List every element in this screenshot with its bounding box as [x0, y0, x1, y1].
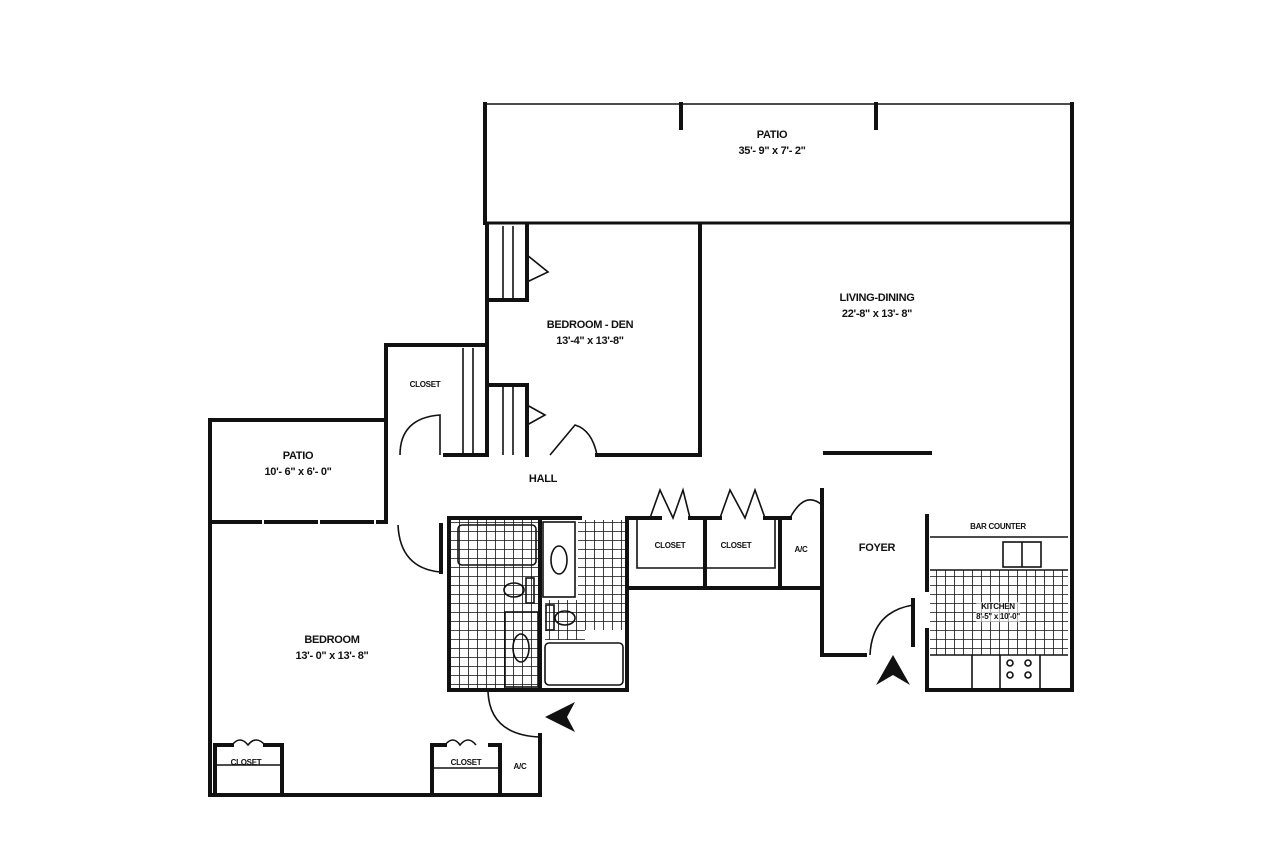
entry-arrow-icon	[876, 655, 910, 685]
closet-2-label: CLOSET	[720, 541, 752, 550]
closet-bed-right-label: CLOSET	[450, 758, 482, 767]
hall-closet-walls	[384, 343, 489, 524]
bedroom-den-walls	[485, 224, 702, 457]
patio-small-walls	[208, 418, 388, 797]
closet-bed-left-label: CLOSET	[230, 758, 262, 767]
patio-top-outline	[483, 102, 1074, 692]
closet-hall-label: CLOSET	[409, 380, 441, 389]
bedroom-walls	[208, 523, 542, 797]
foyer-closets	[625, 451, 932, 657]
ac-foyer-label: A/C	[794, 545, 808, 554]
bar-counter-label: BAR COUNTER	[970, 522, 1026, 531]
room-hall: HALL	[528, 473, 558, 485]
closet-1-label: CLOSET	[654, 541, 686, 550]
bathrooms	[447, 516, 629, 692]
room-foyer: FOYER	[858, 542, 896, 554]
entry-arrow-icon	[545, 702, 575, 732]
ac-bed-label: A/C	[513, 762, 527, 771]
